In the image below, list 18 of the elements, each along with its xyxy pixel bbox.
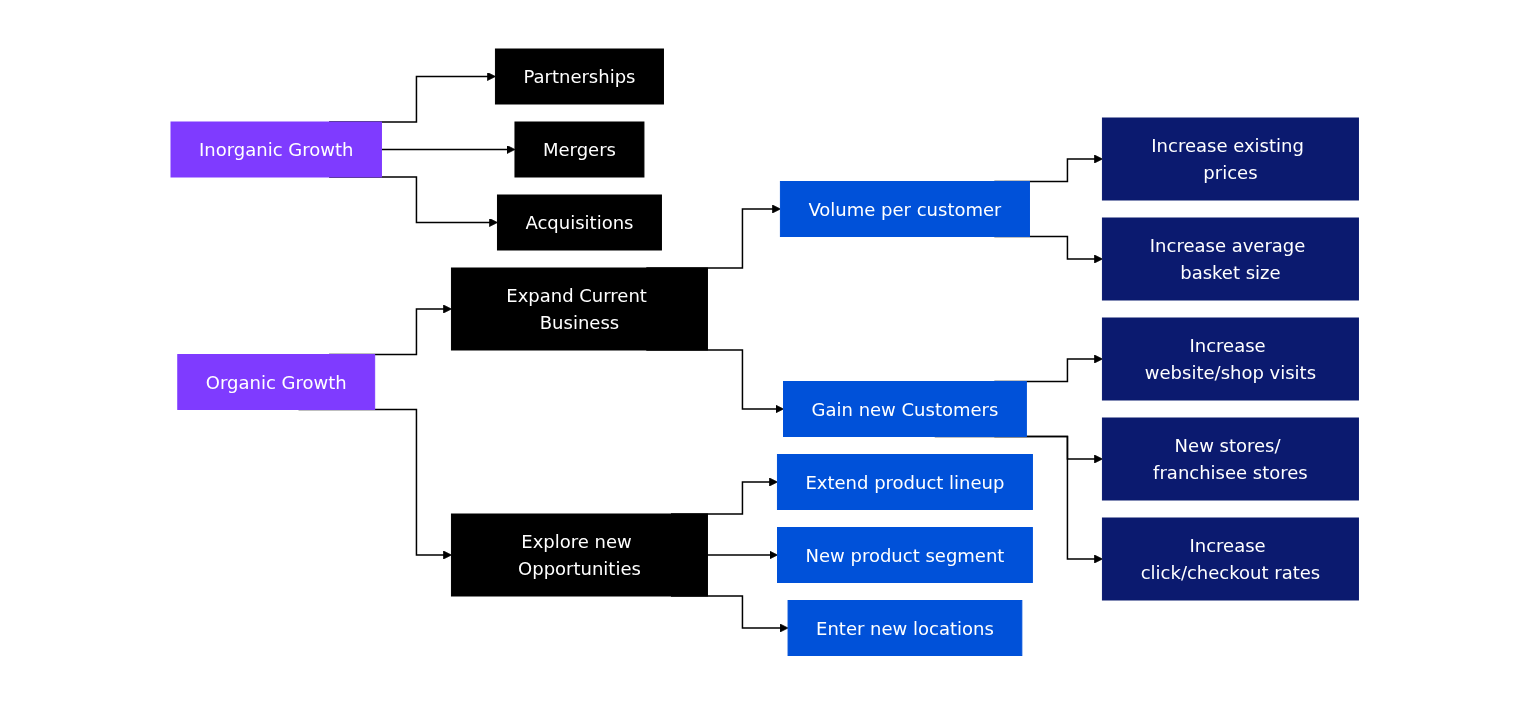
node-box: Expand Current Business <box>451 267 709 351</box>
node-box: Increase average basket size <box>1102 217 1360 301</box>
node-box: Enter new locations <box>787 600 1023 657</box>
node-box: Inorganic Growth <box>170 121 383 178</box>
node-box: Increase click/checkout rates <box>1102 517 1360 601</box>
arrow <box>381 145 516 155</box>
node-box: Explore new Opportunities <box>451 513 709 597</box>
node-box: Partnerships <box>495 48 665 105</box>
node-box: Increase website/shop visits <box>1102 317 1360 401</box>
node-box: Gain new Customers <box>783 381 1028 438</box>
node-box: Mergers <box>514 121 645 178</box>
node-box: New product segment <box>777 527 1034 584</box>
node-box: New stores/ franchisee stores <box>1102 417 1360 501</box>
node-box: Acquisitions <box>497 194 663 251</box>
node-box: Extend product lineup <box>777 454 1034 511</box>
node-box: Organic Growth <box>177 354 376 411</box>
node-box: Volume per customer <box>780 181 1031 238</box>
node-box: Increase existing prices <box>1102 117 1360 201</box>
